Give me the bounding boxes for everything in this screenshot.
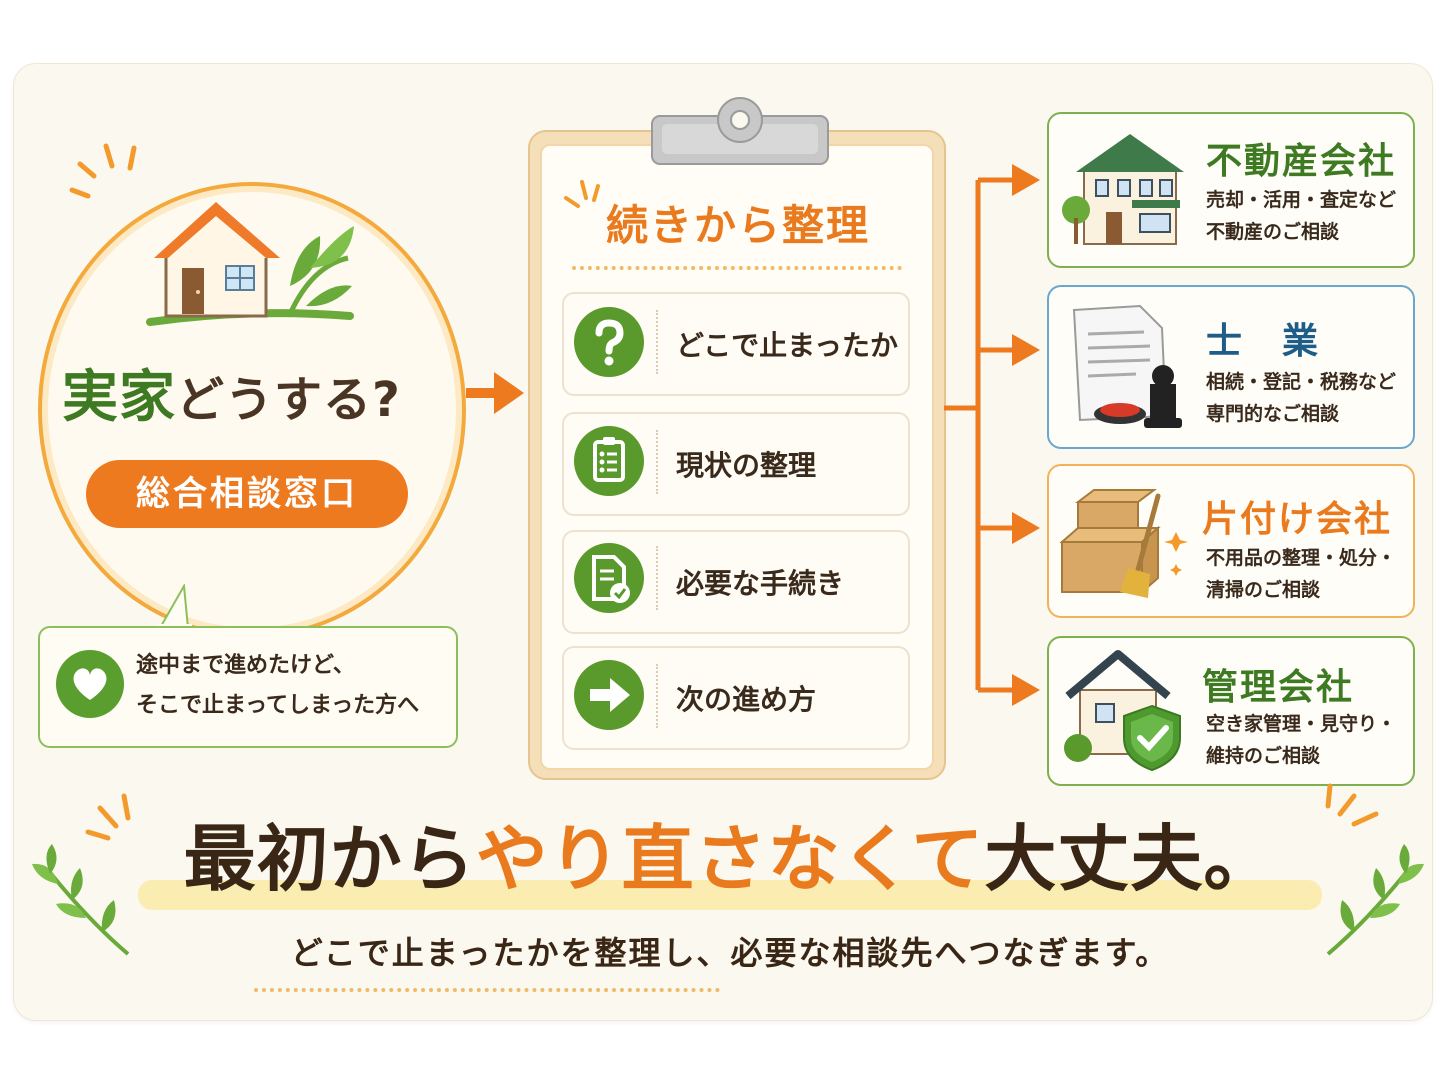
building-icon <box>1062 134 1184 245</box>
bottom-right-sparkle-icon <box>1325 783 1379 827</box>
headline-part-a: 最初から <box>183 817 476 901</box>
clipboard-clip-icon <box>651 97 829 165</box>
bottom-left-sparkle-icon <box>85 793 131 841</box>
question-icon <box>595 319 624 366</box>
card-desc-line-1: 相続・登記・税務など <box>1206 371 1397 393</box>
step-divider <box>656 546 658 610</box>
house-leaf-icon <box>146 202 354 326</box>
clipboard-title: 続きから整理 <box>605 201 870 250</box>
step-label: 必要な手続き <box>676 567 845 600</box>
speech-text: 途中まで進めたけど、 そこで止まってしまった方へ <box>136 646 452 726</box>
card-title: 管理会社 <box>1202 667 1355 708</box>
sparkle-marks-icon <box>69 143 137 199</box>
consultation-pill: 総合相談窓口 <box>86 460 408 528</box>
card-desc: 不用品の整理・処分・ 清掃のご相談 <box>1206 542 1396 606</box>
step-divider <box>656 430 658 494</box>
boxes-broom-icon <box>1059 489 1188 598</box>
house-shield-icon <box>1064 650 1181 772</box>
headline: 最初からやり直さなくて大丈夫。 <box>140 800 1320 905</box>
step-divider <box>656 310 658 374</box>
card-desc: 売却・活用・査定など 不動産のご相談 <box>1206 184 1396 248</box>
card-desc-line-2: 清掃のご相談 <box>1206 579 1321 601</box>
step-label: 次の進め方 <box>676 683 817 716</box>
right-leaf-branch-icon <box>1326 844 1424 956</box>
title-sparkle-icon <box>564 180 600 208</box>
step-divider <box>656 664 658 728</box>
subheadline: どこで止まったかを整理し、必要な相談先へつなぎます。 <box>290 934 1170 972</box>
card-desc-line-1: 空き家管理・見守り・ <box>1206 713 1397 735</box>
checklist-icon <box>593 437 625 482</box>
title-divider <box>572 266 902 270</box>
title-green-text: 実家 <box>62 365 176 430</box>
main-title: 実家どうする? <box>62 352 442 433</box>
heart-icon <box>73 668 107 700</box>
arrow-right-1-icon <box>466 372 524 414</box>
card-desc-line-1: 売却・活用・査定など <box>1206 189 1397 211</box>
arrow-right-icon <box>590 678 630 712</box>
speech-line-1: 途中まで進めたけど、 <box>136 653 355 678</box>
title-rest-text: どうする? <box>176 372 401 428</box>
card-title: 片付け会社 <box>1202 499 1393 540</box>
speech-line-2: そこで止まってしまった方へ <box>136 693 420 718</box>
card-desc: 相続・登記・税務など 専門的なご相談 <box>1206 366 1396 430</box>
headline-part-c: 大丈夫。 <box>984 817 1277 901</box>
step-label: どこで止まったか <box>676 329 899 362</box>
left-leaf-branch-icon <box>32 844 130 956</box>
card-desc-line-2: 維持のご相談 <box>1206 745 1321 767</box>
headline-accent: やり直さなくて <box>475 817 985 901</box>
step-label: 現状の整理 <box>676 449 817 482</box>
document-stamp-icon <box>1072 304 1182 428</box>
card-desc-line-1: 不用品の整理・処分・ <box>1206 547 1397 569</box>
branch-connector <box>944 164 1040 706</box>
card-title: 士 業 <box>1206 321 1321 362</box>
subline-divider <box>254 988 720 992</box>
card-title: 不動産会社 <box>1206 141 1397 182</box>
speech-tail <box>158 584 192 630</box>
document-check-icon <box>592 555 630 603</box>
card-desc-line-2: 専門的なご相談 <box>1206 403 1340 425</box>
headline-highlight <box>138 880 1322 910</box>
card-desc: 空き家管理・見守り・ 維持のご相談 <box>1206 708 1396 772</box>
card-desc-line-2: 不動産のご相談 <box>1206 221 1340 243</box>
